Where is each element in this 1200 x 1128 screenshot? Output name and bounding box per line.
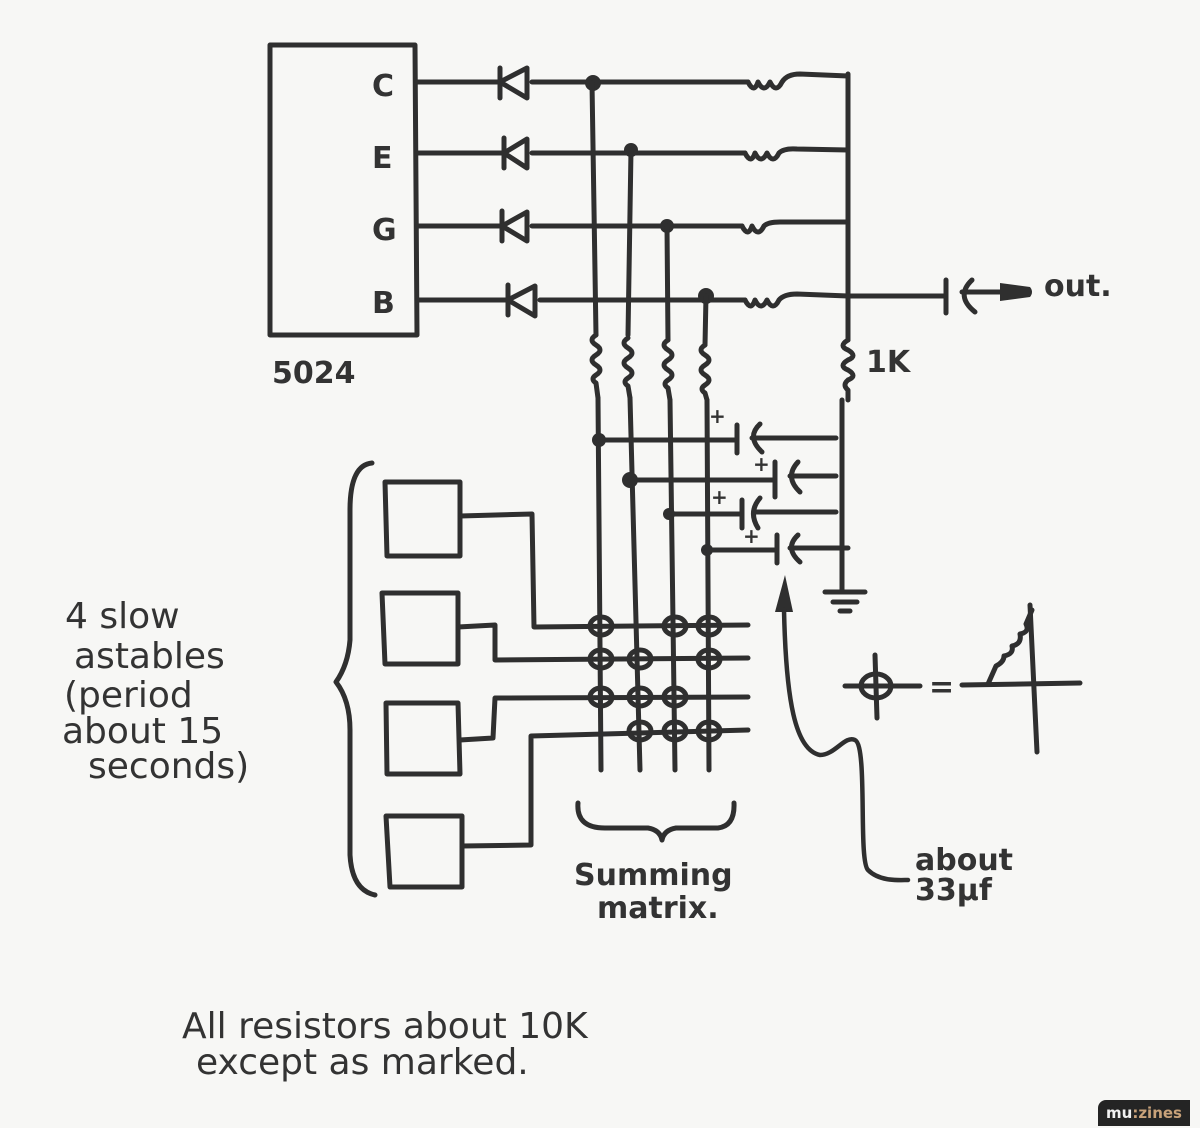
capacitor-icon xyxy=(751,495,763,531)
matrix-junction-icon xyxy=(661,685,689,709)
matrix-junction-icon xyxy=(626,647,654,671)
capacitor-icon xyxy=(961,277,978,315)
arrow-icon xyxy=(775,575,793,612)
pin-label-c: C xyxy=(372,69,394,104)
matrix-junction-icon xyxy=(695,614,723,638)
polarity-mark: + xyxy=(711,485,728,509)
note-line: 4 slow xyxy=(65,596,180,637)
matrix-label-line-2: matrix. xyxy=(597,891,719,926)
pin-label-b: B xyxy=(372,286,395,321)
matrix-junction-icon xyxy=(661,614,689,638)
series-resistors xyxy=(739,71,851,343)
note-line: about 15 xyxy=(62,711,223,752)
polarity-mark: + xyxy=(753,452,770,476)
matrix-junction-icon xyxy=(695,647,723,671)
matrix-label-line-1: Summing xyxy=(574,858,733,893)
output-label: out. xyxy=(1044,269,1112,304)
note-line: seconds) xyxy=(88,746,249,787)
capacitor-note-line-1: about xyxy=(915,843,1013,878)
matrix-junction-icon xyxy=(626,685,654,709)
note-line: astables xyxy=(74,636,225,677)
watermark-part-2: :zines xyxy=(1132,1104,1182,1122)
matrix-junction-icon xyxy=(587,614,615,638)
diode-icon xyxy=(501,135,530,171)
legend-equals: = xyxy=(929,670,954,705)
diode-icon xyxy=(497,65,530,101)
summing-matrix xyxy=(587,614,723,743)
arrow-icon xyxy=(1000,283,1032,301)
pin-label-e: E xyxy=(372,141,393,176)
astable-box xyxy=(383,700,463,777)
astables-note: 4 slow astables (period about 15 seconds… xyxy=(62,596,249,787)
matrix-junction-icon xyxy=(626,719,654,743)
note-line: (period xyxy=(64,675,193,716)
footnote: All resistors about 10K except as marked… xyxy=(182,1006,589,1083)
matrix-junction-icon xyxy=(587,647,615,671)
polarity-mark: + xyxy=(709,404,726,428)
matrix-junction-icon xyxy=(695,719,723,743)
watermark-part-1: mu xyxy=(1106,1104,1133,1122)
ic-5024: C E G B 5024 xyxy=(267,42,420,391)
output-section: out. xyxy=(845,269,1112,316)
brace-icon xyxy=(575,800,737,843)
astables xyxy=(333,460,751,898)
astable-box xyxy=(382,479,463,559)
watermark-badge: mu:zines xyxy=(1098,1100,1190,1126)
footnote-line-2: except as marked. xyxy=(196,1042,529,1083)
astable-box xyxy=(383,813,465,890)
matrix-junction-icon xyxy=(587,685,615,709)
matrix-label-group: Summing matrix. xyxy=(574,800,737,926)
ic-part-number: 5024 xyxy=(272,356,356,391)
ground-icon xyxy=(822,589,868,614)
diode-icon xyxy=(505,282,538,319)
diode-icon xyxy=(499,208,530,244)
load-resistor-label: 1K xyxy=(866,345,912,380)
matrix-junction-icon xyxy=(661,719,689,743)
footnote-line-1: All resistors about 10K xyxy=(182,1006,589,1047)
astable-box xyxy=(379,590,461,667)
timing-capacitors: + + + + xyxy=(592,404,851,566)
pin-label-g: G xyxy=(372,213,397,248)
capacitor-pointer: about 33µf xyxy=(775,575,1013,908)
load-resistor: 1K xyxy=(822,337,912,614)
brace-icon xyxy=(333,460,378,898)
capacitor-note-line-2: 33µf xyxy=(915,873,993,908)
resistor-icon xyxy=(985,607,1035,687)
junction-legend: = xyxy=(842,602,1083,755)
diode-rows xyxy=(414,65,751,319)
junction-icon xyxy=(858,671,894,701)
polarity-mark: + xyxy=(743,524,760,548)
